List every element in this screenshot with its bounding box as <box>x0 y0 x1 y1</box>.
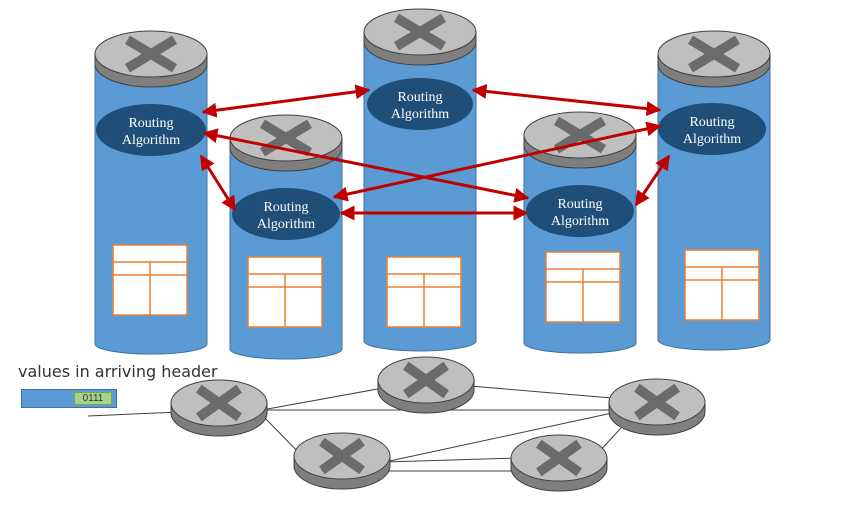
control-plane-nodes: RoutingAlgorithmRoutingAlgorithmRoutingA… <box>94 8 771 360</box>
algorithm-arrow <box>201 84 371 118</box>
algorithm-arrow <box>332 121 662 202</box>
router-cross-icon <box>393 13 447 51</box>
router-cross-icon <box>196 384 242 422</box>
routing-algorithm-bubble <box>367 78 473 130</box>
routing-algorithm-label: Algorithm <box>683 132 741 147</box>
router-cross-icon <box>403 361 449 399</box>
router-icon <box>94 30 208 88</box>
algorithm-arrow <box>471 83 662 117</box>
routing-algorithm-label: Algorithm <box>391 107 449 122</box>
forwarding-table-icon <box>684 249 760 321</box>
router-icon <box>377 356 475 414</box>
forwarding-table-icon <box>247 256 323 328</box>
header-caption: values in arriving header <box>18 362 218 381</box>
routing-algorithm-label: Routing <box>128 116 173 131</box>
router-icon <box>657 30 771 88</box>
router-cross-icon <box>634 383 680 421</box>
router-cross-icon <box>319 437 365 475</box>
router-cross-icon <box>687 35 741 73</box>
routing-algorithm-label: Routing <box>689 115 734 130</box>
packet-header-bar: 0111 <box>21 389 117 408</box>
forwarding-table-icon <box>386 256 462 328</box>
network-link <box>469 385 613 399</box>
router-icon <box>170 379 268 437</box>
routing-algorithm-label: Algorithm <box>551 214 609 229</box>
algorithm-arrow <box>634 154 671 207</box>
forwarding-table-icon <box>545 251 621 323</box>
routing-algorithm-label: Algorithm <box>257 217 315 232</box>
algorithm-arrow <box>199 154 237 212</box>
network-link <box>87 411 181 417</box>
routing-algorithm-bubble <box>96 104 206 156</box>
routing-algorithm-label: Routing <box>397 90 442 105</box>
router-icon <box>510 434 608 492</box>
router-icon <box>523 111 637 169</box>
router-icon <box>608 378 706 436</box>
router-icon <box>293 432 391 490</box>
routing-algorithm-label: Routing <box>557 197 602 212</box>
algorithm-message-arrows <box>199 83 671 221</box>
header-value-field: 0111 <box>74 392 112 405</box>
routing-algorithm-label: Routing <box>263 200 308 215</box>
network-link <box>384 457 519 463</box>
router-icon <box>363 8 477 66</box>
router-cross-icon <box>124 35 178 73</box>
data-plane-routers <box>170 356 706 492</box>
routing-algorithm-label: Algorithm <box>122 133 180 148</box>
network-link <box>261 387 384 411</box>
router-cross-icon <box>536 439 582 477</box>
forwarding-table-icon <box>112 244 188 316</box>
network-link <box>384 412 613 463</box>
routing-algorithm-bubble <box>658 103 766 155</box>
